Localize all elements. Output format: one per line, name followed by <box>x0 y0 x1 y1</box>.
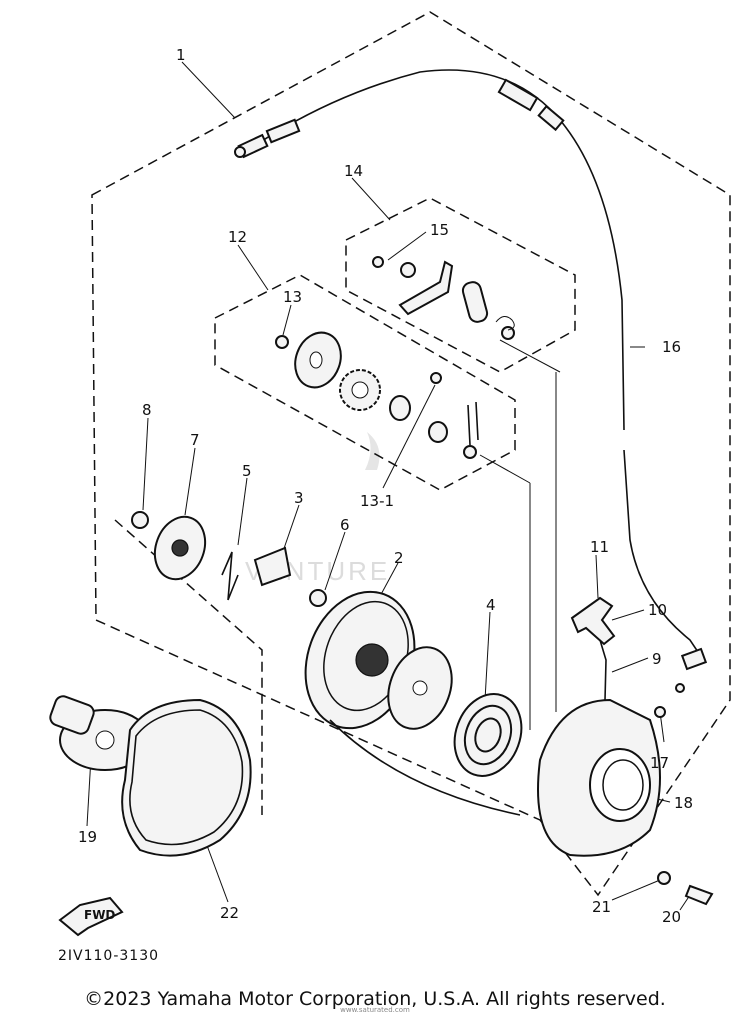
callout-17: 17 <box>650 754 669 772</box>
callout-7: 7 <box>190 431 200 449</box>
callout-10: 10 <box>648 601 667 619</box>
callout-13-1: 13-1 <box>360 492 394 510</box>
callout-3: 3 <box>294 489 304 507</box>
callout-2: 2 <box>394 549 404 567</box>
callout-4: 4 <box>486 596 496 614</box>
callout-9: 9 <box>652 650 662 668</box>
callout-18: 18 <box>674 794 693 812</box>
callout-20: 20 <box>662 908 681 926</box>
drive-parts <box>131 511 327 607</box>
callout-14: 14 <box>344 162 363 180</box>
callout-13: 13 <box>283 288 302 306</box>
callout-21: 21 <box>592 898 611 916</box>
callout-11: 11 <box>590 538 609 556</box>
callout-5: 5 <box>242 462 252 480</box>
gear-parts-12 <box>275 331 479 459</box>
pulley-and-gasket <box>49 695 252 857</box>
throttle-cable <box>234 69 708 693</box>
callout-8: 8 <box>142 401 152 419</box>
callout-19: 19 <box>78 828 97 846</box>
starter-housing <box>537 596 714 906</box>
part-code: 2IV110-3130 <box>58 948 159 964</box>
callout-15: 15 <box>430 221 449 239</box>
callout-6: 6 <box>340 516 350 534</box>
callout-12: 12 <box>228 228 247 246</box>
recoil-reel <box>304 590 523 816</box>
group-12-outline <box>214 274 516 491</box>
callout-16: 16 <box>662 338 681 356</box>
assembly-outline <box>91 11 731 897</box>
callout-1: 1 <box>176 46 186 64</box>
footer-small-print: www.saturated.com <box>340 1006 410 1014</box>
group-14-outline <box>345 197 576 373</box>
callout-labels: 1 2 3 4 5 6 7 8 9 10 11 12 13 13-1 14 15… <box>78 46 693 926</box>
callout-22: 22 <box>220 904 239 922</box>
fwd-arrow: FWD <box>58 896 124 937</box>
lever-parts-14 <box>372 256 515 340</box>
copyright-footer: ©2023 Yamaha Motor Corporation, U.S.A. A… <box>84 988 666 1010</box>
fwd-label: FWD <box>84 908 115 922</box>
